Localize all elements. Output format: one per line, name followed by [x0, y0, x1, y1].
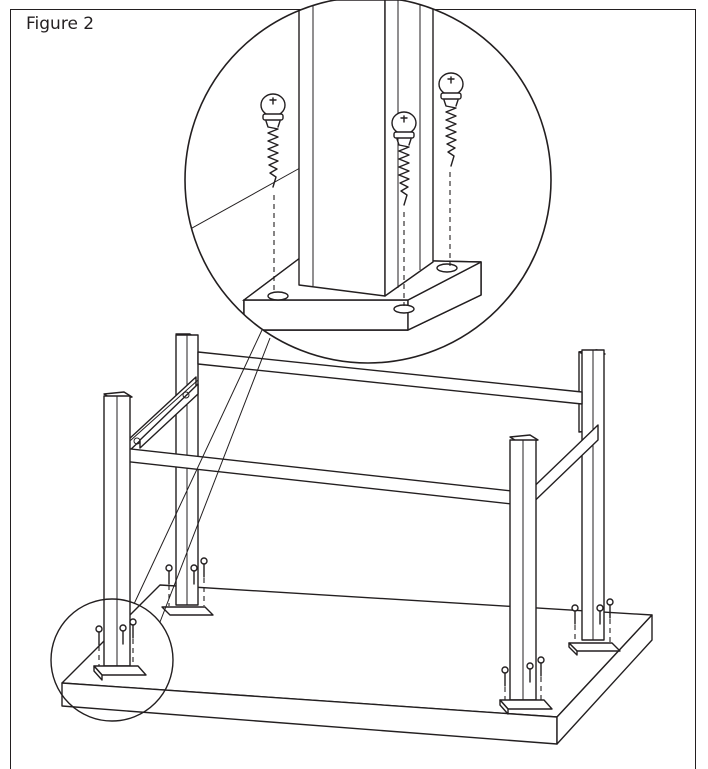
foot-screws — [95, 557, 614, 700]
leg-front-left — [93, 391, 147, 681]
lag-screw-right — [438, 72, 464, 167]
detail-callout — [50, 329, 271, 722]
leg-front-right — [499, 434, 553, 715]
magnified-detail — [184, 0, 552, 364]
lag-screw-left — [260, 93, 286, 188]
lag-screw-middle — [391, 111, 417, 206]
leg-back-right — [568, 349, 621, 656]
figure-caption: Figure 2 — [26, 14, 95, 34]
tabletop-board — [61, 584, 653, 745]
